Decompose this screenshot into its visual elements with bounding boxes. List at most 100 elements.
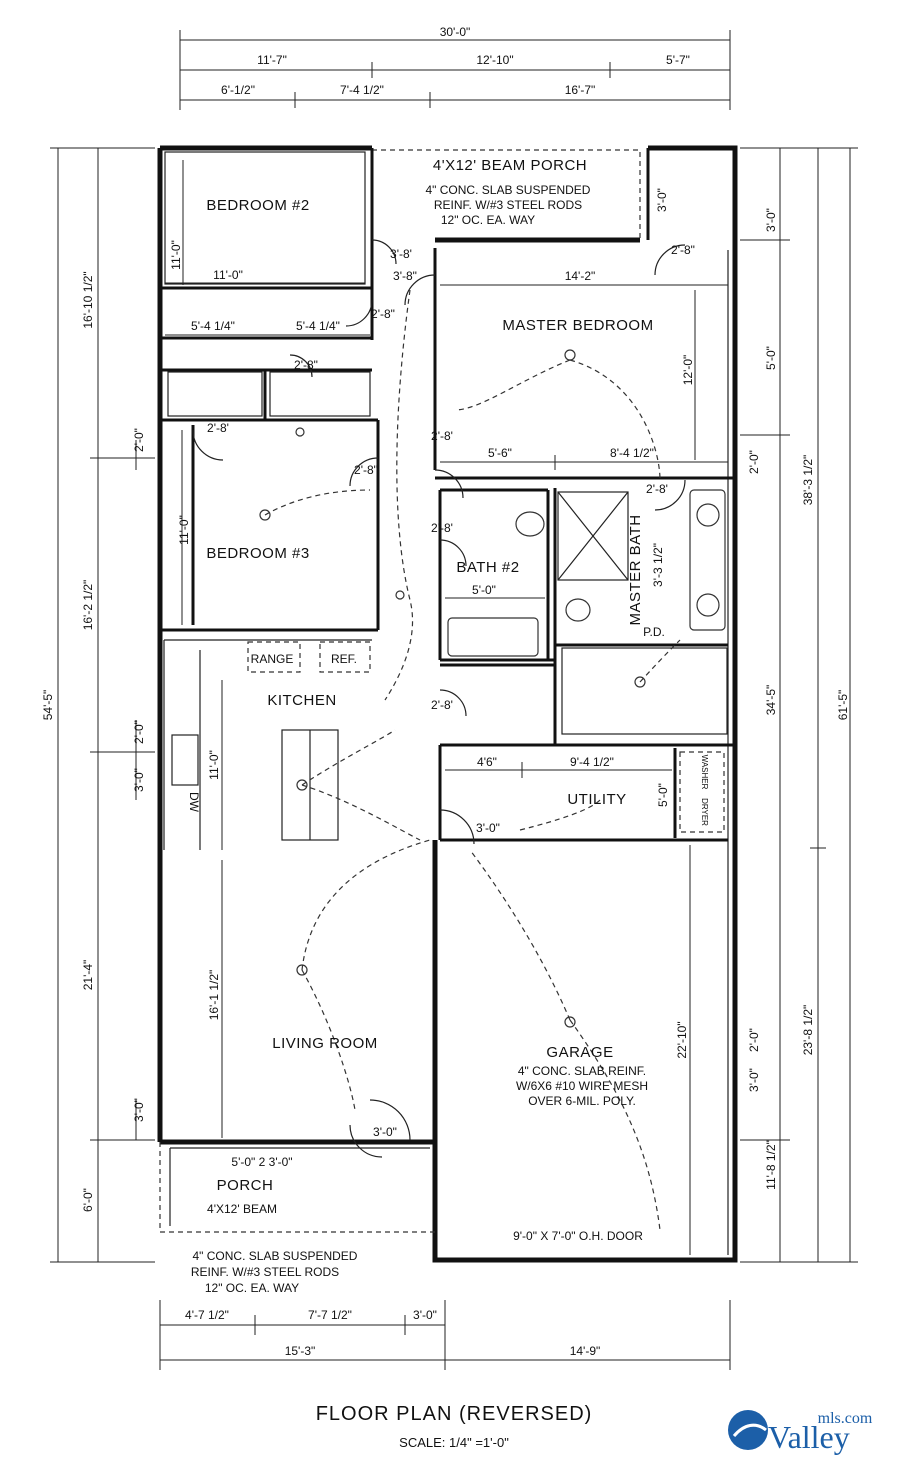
- dim-left-e: 3'-0": [132, 768, 146, 792]
- note-top-porch-2: REINF. W/#3 STEEL RODS: [434, 198, 582, 212]
- fixture-dryer: DRYER: [700, 798, 709, 826]
- dim-right-h: 3'-0": [747, 1068, 761, 1092]
- dim-bed2-w: 11'-0": [213, 268, 243, 282]
- electrical-runs: [259, 289, 681, 1231]
- room-master-bath: MASTER BATH: [627, 514, 644, 625]
- room-labels: BEDROOM #2 MASTER BEDROOM BEDROOM #3 BAT…: [206, 197, 653, 1194]
- vanity-icon: [689, 489, 726, 631]
- dim-util-h: 5'-0": [656, 783, 670, 807]
- fixture-dw: DW: [187, 792, 201, 813]
- dim-porch-w: 5'-0" 2 3'-0": [231, 1155, 292, 1169]
- note-porch-1: 4" CONC. SLAB SUSPENDED: [193, 1249, 358, 1263]
- kitchen-sink-icon: [171, 734, 199, 786]
- dim-right-c: 3'-0": [764, 208, 778, 232]
- plan-title: FLOOR PLAN (REVERSED): [316, 1403, 593, 1425]
- room-kitchen: KITCHEN: [267, 692, 336, 709]
- dim-bed2-h: 11'-0": [169, 240, 183, 270]
- dim-mb-b: 8'-4 1/2": [610, 446, 654, 460]
- dim-door-b: 2'-8": [294, 358, 318, 372]
- dim-door-38a: 3'-8': [390, 247, 412, 261]
- logo-suffix: mls.com: [818, 1410, 873, 1427]
- toilet-icon: [515, 511, 545, 537]
- dim-bottom-a: 4'-7 1/2": [185, 1308, 229, 1322]
- dim-mb-h: 12'-0": [681, 355, 695, 386]
- room-porch: PORCH: [217, 1177, 274, 1194]
- note-porch-3: 12" OC. EA. WAY: [205, 1281, 299, 1295]
- dim-bath2-w: 5'-0": [472, 583, 496, 597]
- dim-closet-b: 5'-4 1/4": [296, 319, 340, 333]
- room-bedroom-3: BEDROOM #3: [206, 545, 309, 562]
- logo-swoosh-icon: [728, 1410, 768, 1450]
- dim-bed3-h: 11'-0": [177, 515, 191, 545]
- dim-top-c: 5'-7": [666, 53, 690, 67]
- dim-top-f: 16'-7": [565, 83, 596, 97]
- dim-left-a: 16'-10 1/2": [81, 271, 95, 328]
- interior-dimensions: 11'-0" 11'-0" 5'-4 1/4" 5'-4 1/4" 2'-8" …: [165, 160, 728, 1255]
- dim-util-door: 3'-0": [476, 821, 500, 835]
- room-garage: GARAGE: [546, 1044, 613, 1061]
- dim-top-b: 12'-10": [476, 53, 513, 67]
- dim-front-door: 3'-0": [373, 1125, 397, 1139]
- dim-door-h: 2'-8': [431, 698, 453, 712]
- room-bath-2: BATH #2: [456, 559, 519, 576]
- dim-left-total: 54'-5": [41, 690, 55, 721]
- dim-top-total: 30'-0": [440, 25, 471, 39]
- construction-notes: 4'X12' BEAM PORCH 4" CONC. SLAB SUSPENDE…: [191, 157, 648, 1295]
- dim-door-a: 2'-8": [371, 307, 395, 321]
- dim-kit-h: 11'-0": [207, 750, 221, 780]
- interior-walls: [159, 148, 735, 1258]
- dim-mb-w: 14'-2": [565, 269, 596, 283]
- dim-door-d: 2'-8': [207, 421, 229, 435]
- dim-left-h: 6'-0": [81, 1188, 95, 1212]
- dim-bottom-e: 14'-9": [570, 1344, 601, 1358]
- dim-bottom-c: 3'-0": [413, 1308, 437, 1322]
- plan-scale: SCALE: 1/4" =1'-0": [399, 1435, 509, 1450]
- dim-door-e: 2'-8": [354, 463, 378, 477]
- dim-left-d: 2'-0": [132, 720, 146, 744]
- exterior-walls: [157, 145, 738, 1263]
- fixture-range: RANGE: [251, 652, 294, 666]
- left-dimensions: 54'-5" 16'-10 1/2" 2'-0" 16'-2 1/2" 2'-0…: [41, 147, 155, 1263]
- plan-title-block: FLOOR PLAN (REVERSED) SCALE: 1/4" =1'-0": [316, 1403, 593, 1450]
- dim-left-b: 2'-0": [132, 428, 146, 452]
- dim-door-i: 2'-8': [646, 482, 668, 496]
- dim-liv-h: 16'-1 1/2": [207, 970, 221, 1021]
- dim-util-b: 9'-4 1/2": [570, 755, 614, 769]
- dim-right-e: 2'-0": [747, 450, 761, 474]
- logo-brand: Valley: [768, 1419, 850, 1455]
- dim-door-30a: 3'-0": [655, 188, 669, 212]
- dim-right-d: 5'-0": [764, 346, 778, 370]
- dim-left-c: 16'-2 1/2": [81, 580, 95, 631]
- room-living-room: LIVING ROOM: [272, 1035, 378, 1052]
- dim-left-g: 3'-0": [132, 1098, 146, 1122]
- note-top-porch: 4'X12' BEAM PORCH: [433, 157, 587, 174]
- room-utility: UTILITY: [567, 791, 626, 808]
- dim-door-g: 2'-8': [431, 521, 453, 535]
- room-master-bedroom: MASTER BEDROOM: [502, 317, 653, 334]
- dim-door-38b: 3'-8": [393, 269, 417, 283]
- valleymls-logo: Valley mls.com: [728, 1410, 873, 1455]
- dim-right-g: 2'-0": [747, 1028, 761, 1052]
- dim-top-d: 6'-1/2": [221, 83, 255, 97]
- dim-left-f: 21'-4": [81, 960, 95, 991]
- note-garage-3: OVER 6-MIL. POLY.: [528, 1094, 636, 1108]
- dim-top-e: 7'-4 1/2": [340, 83, 384, 97]
- door-swings: [192, 239, 686, 1158]
- bathtub-icon: [447, 617, 539, 657]
- dim-right-f: 34'-5": [764, 685, 778, 716]
- washer-dryer-icon: [679, 751, 725, 833]
- note-garage-2: W/6X6 #10 WIRE MESH: [516, 1079, 648, 1093]
- note-garage-door: 9'-0" X 7'-0" O.H. DOOR: [513, 1229, 643, 1243]
- dim-right-b: 23'-8 1/2": [801, 1005, 815, 1056]
- note-porch-2: REINF. W/#3 STEEL RODS: [191, 1265, 339, 1279]
- dim-garage-h: 22'-10": [675, 1021, 689, 1058]
- note-top-porch-1: 4" CONC. SLAB SUSPENDED: [426, 183, 591, 197]
- fixture-ref: REF.: [331, 652, 357, 666]
- dim-right-total: 61'-5": [836, 690, 850, 721]
- dim-right-i: 11'-8 1/2": [764, 1140, 778, 1190]
- dim-door-c: 2'-8": [671, 243, 695, 257]
- bottom-dimensions: 4'-7 1/2" 7'-7 1/2" 3'-0" 15'-3" 14'-9": [159, 1300, 731, 1370]
- note-porch-beam: 4'X12' BEAM: [207, 1202, 277, 1216]
- dim-right-a: 38'-3 1/2": [801, 455, 815, 506]
